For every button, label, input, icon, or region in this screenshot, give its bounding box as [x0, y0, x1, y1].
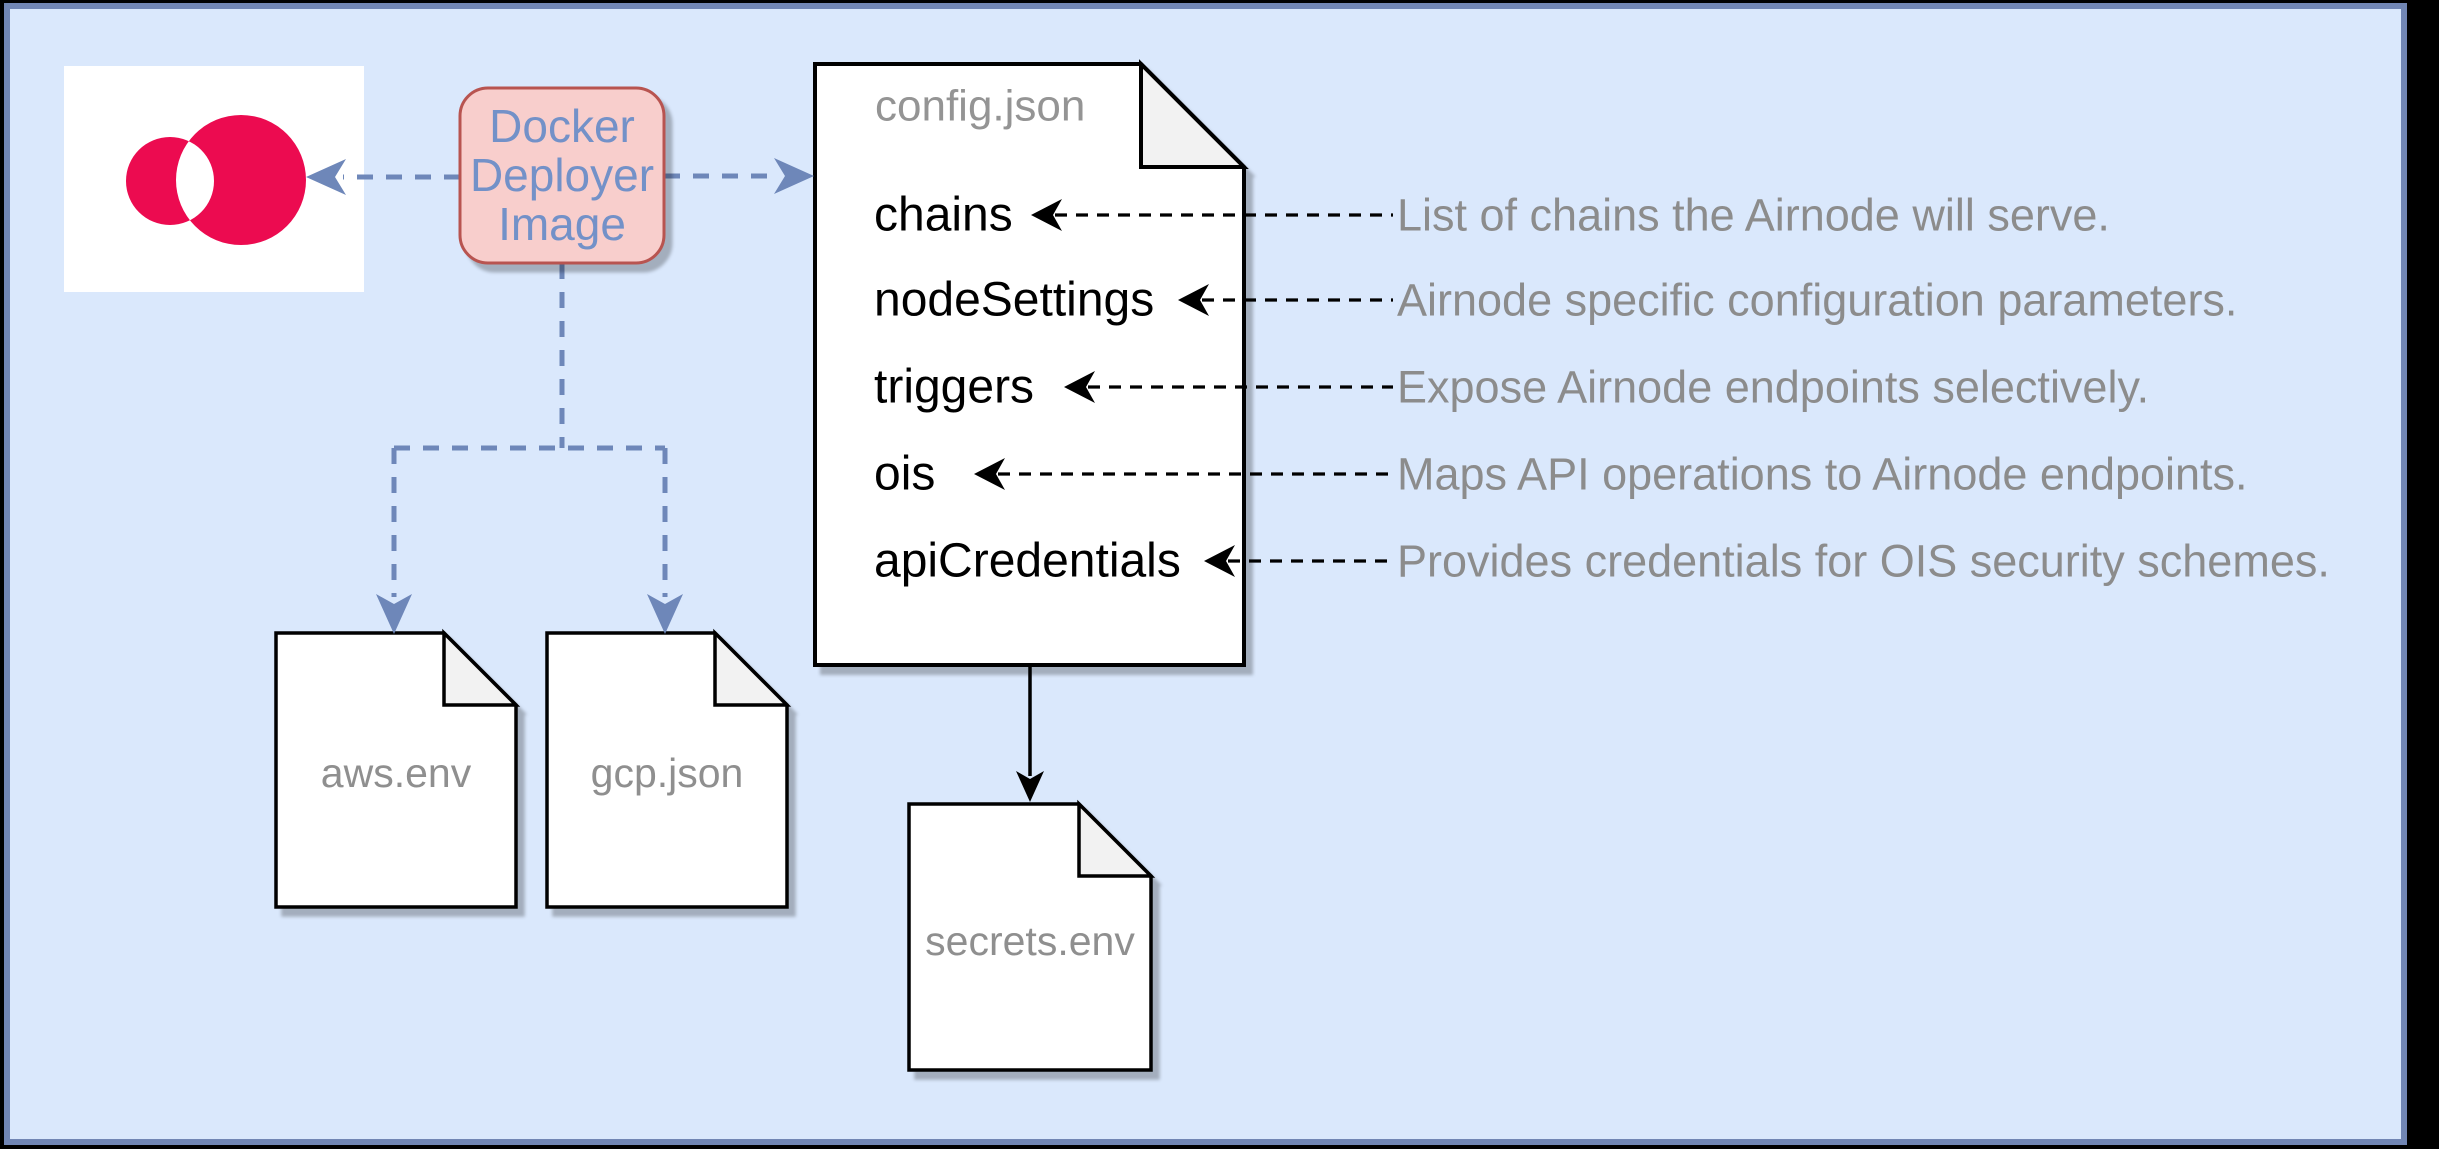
secrets-env-document — [907, 799, 1156, 1072]
aws-env-page-fold — [442, 628, 521, 707]
config-item-triggers: triggers — [874, 361, 1034, 414]
gcp-json-document — [545, 628, 792, 909]
config-item-apicredentials: apiCredentials — [874, 535, 1181, 588]
airnode-deployment-diagram: Docker Deployer Image config.json chains… — [64, 59, 2330, 1072]
docker-box-line2: Deployer — [470, 149, 654, 201]
arrowhead-chains-icon — [1031, 199, 1062, 231]
config-item-chains: chains — [874, 189, 1013, 242]
secrets-env-page-fold — [1077, 799, 1156, 878]
config-item-ois: ois — [874, 448, 935, 501]
arrowhead-nodesettings-icon — [1178, 284, 1209, 316]
arrowhead-ois-icon — [974, 458, 1005, 490]
arrowhead-to-config-icon — [774, 158, 814, 194]
aws-env-document — [274, 628, 521, 909]
arrowhead-to-aws-env-icon — [376, 594, 412, 634]
config-json-page-fold — [1139, 59, 1249, 169]
arrowhead-apicredentials-icon — [1204, 545, 1235, 577]
docker-deployer-box-shape — [458, 86, 666, 265]
arrowhead-to-secrets-icon — [1016, 771, 1044, 802]
arrowhead-to-logo-icon — [306, 159, 346, 195]
annotation-nodesettings: Airnode specific configuration parameter… — [1397, 275, 2237, 326]
docker-box-line1: Docker — [489, 100, 635, 152]
connector-docker-to-env-files — [391, 263, 668, 597]
annotation-apicredentials: Provides credentials for OIS security sc… — [1397, 536, 2330, 587]
arrowhead-triggers-icon — [1064, 371, 1095, 403]
config-json-document — [813, 59, 1249, 667]
docker-deployer-box — [458, 86, 666, 265]
secrets-env-label: secrets.env — [925, 918, 1135, 964]
annotation-arrows — [974, 199, 1393, 577]
aws-env-label: aws.env — [321, 750, 472, 796]
gcp-json-page-fold — [713, 628, 792, 707]
airnode-eclipse-icon — [125, 114, 306, 246]
diagram-frame: Docker Deployer Image config.json chains… — [4, 3, 2407, 1145]
config-json-page — [813, 62, 1246, 667]
arrowhead-to-gcp-json-icon — [647, 594, 683, 634]
annotation-chains: List of chains the Airnode will serve. — [1397, 190, 2110, 241]
config-json-title: config.json — [875, 82, 1085, 131]
docker-connectors — [306, 158, 814, 634]
docker-box-line3: Image — [498, 198, 626, 250]
annotation-triggers: Expose Airnode endpoints selectively. — [1397, 362, 2149, 413]
config-item-nodesettings: nodeSettings — [874, 274, 1154, 327]
gcp-json-label: gcp.json — [591, 750, 744, 796]
annotation-ois: Maps API operations to Airnode endpoints… — [1397, 449, 2248, 500]
